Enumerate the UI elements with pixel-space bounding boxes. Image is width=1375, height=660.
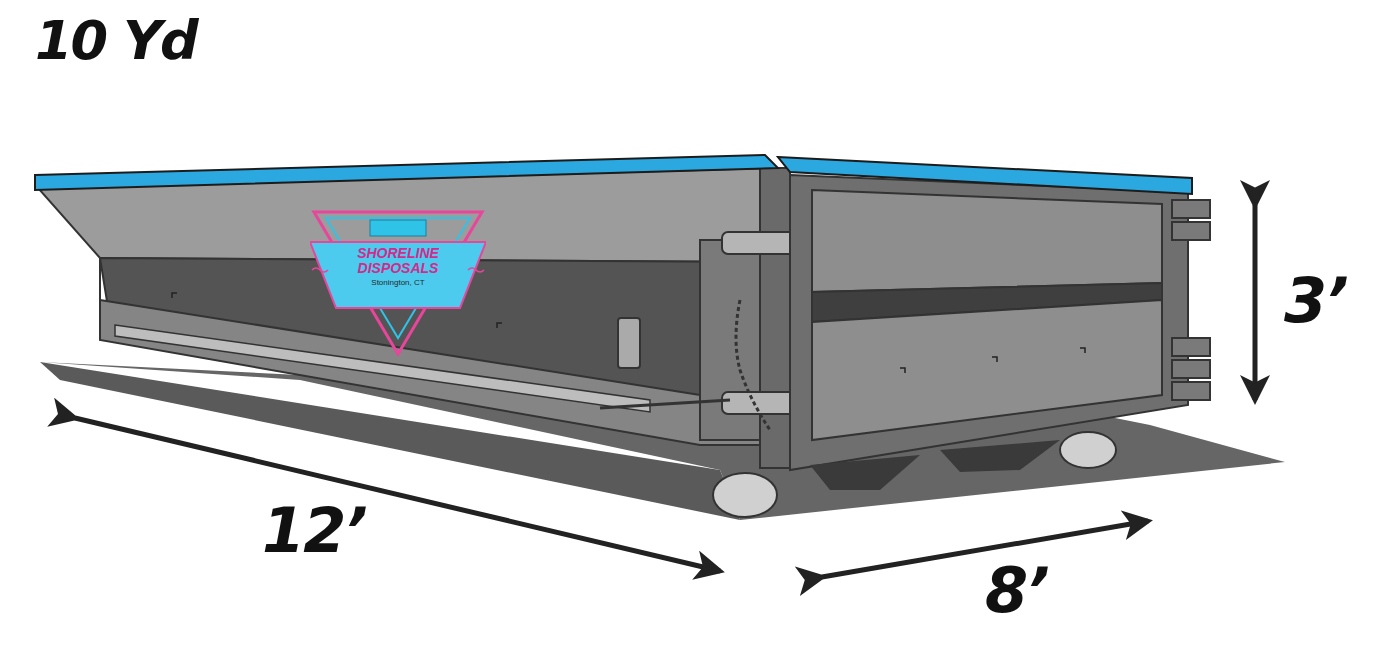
latch-chain	[736, 300, 770, 430]
end-lower-panel	[812, 300, 1162, 440]
bolt	[900, 368, 905, 373]
wheel	[713, 473, 777, 517]
top-rim	[35, 155, 778, 190]
side-seam	[99, 258, 101, 340]
latch-handle	[618, 318, 640, 368]
dimension-label: 8’	[985, 560, 1048, 622]
bolt	[497, 323, 502, 328]
latch-rod	[600, 400, 730, 408]
hinge	[1172, 200, 1210, 218]
side-bottom-panel	[100, 300, 775, 445]
logo-text-group: SHORELINE DISPOSALS Stonington, CT	[310, 246, 486, 287]
logo-place: Stonington, CT	[338, 278, 458, 287]
top-rim	[778, 157, 1192, 194]
end-face	[790, 175, 1188, 470]
dumpster-icon	[370, 220, 426, 236]
logo-name: SHORELINE DISPOSALS	[348, 246, 448, 276]
bolt	[172, 293, 177, 298]
wheel	[1060, 432, 1116, 468]
hinge	[1172, 338, 1210, 356]
bolt	[992, 357, 997, 362]
side-rail	[115, 325, 650, 412]
title: 10 Yd	[35, 14, 197, 68]
dimension-label: 12’	[262, 500, 366, 562]
dimension-label: 3’	[1284, 270, 1347, 332]
hinge	[1172, 360, 1210, 378]
end-upper-panel	[812, 190, 1162, 292]
dimension-arrow	[75, 418, 720, 571]
bolt	[1080, 348, 1085, 353]
logo-badge: SHORELINE DISPOSALS Stonington, CT	[310, 208, 486, 358]
dimension-arrow	[1253, 205, 1258, 400]
skid	[810, 455, 920, 490]
logo-banner	[310, 242, 486, 308]
hinge	[1172, 382, 1210, 400]
hinge	[1172, 222, 1210, 240]
skid	[940, 440, 1060, 472]
